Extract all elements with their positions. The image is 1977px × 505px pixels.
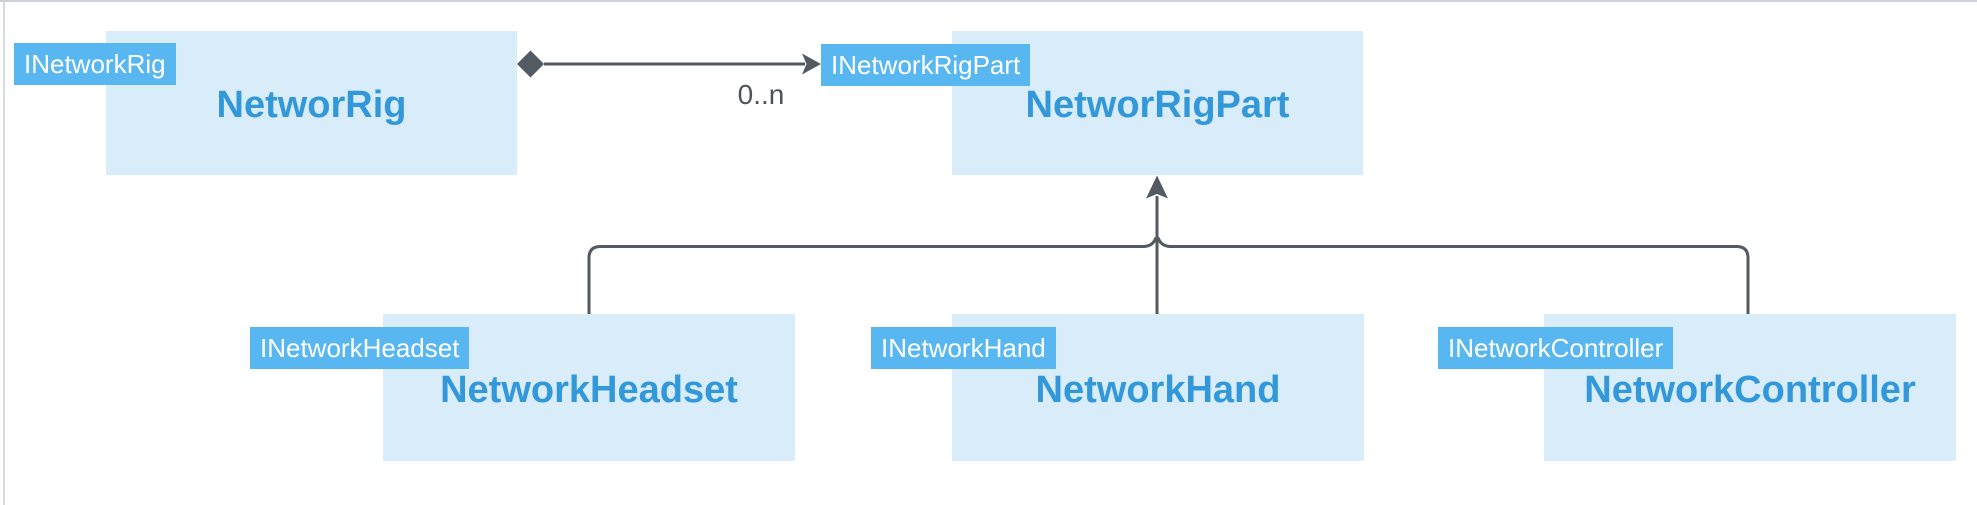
class-node-networrigpart: INetworkRigPart NetworRigPart bbox=[821, 31, 1363, 175]
interface-badge-inetworkhand: INetworkHand bbox=[871, 327, 1056, 369]
class-node-networkhand: INetworkHand NetworkHand bbox=[871, 314, 1364, 461]
class-title-networrig: NetworRig bbox=[216, 84, 407, 126]
interface-badge-inetworkcontroller: INetworkController bbox=[1438, 327, 1674, 369]
pane-top-edge bbox=[0, 0, 1977, 2]
class-title-networkcontroller: NetworkController bbox=[1584, 368, 1916, 411]
class-node-networkheadset: INetworkHeadset NetworkHeadset bbox=[250, 314, 795, 461]
inheritance-bracket-left bbox=[587, 236, 1158, 314]
class-node-networrig: INetworkRig NetworRig bbox=[14, 31, 517, 175]
class-title-networrigpart: NetworRigPart bbox=[1025, 84, 1290, 126]
aggregation-arrowhead-icon bbox=[802, 53, 821, 75]
class-title-networkheadset: NetworkHeadset bbox=[440, 368, 738, 411]
inheritance-edge bbox=[587, 175, 1750, 314]
inheritance-arrowhead-icon bbox=[1146, 175, 1168, 199]
aggregation-edge bbox=[517, 50, 821, 78]
class-title-networkhand: NetworkHand bbox=[1035, 368, 1281, 411]
aggregation-diamond-icon bbox=[517, 50, 544, 78]
interface-badge-inetworkrigpart: INetworkRigPart bbox=[821, 44, 1031, 86]
interface-badge-inetworkrig: INetworkRig bbox=[14, 43, 176, 85]
interface-badge-inetworkheadset: INetworkHeadset bbox=[250, 327, 470, 369]
aggregation-multiplicity-label: 0..n bbox=[737, 79, 785, 110]
pane-left-edge bbox=[3, 0, 5, 505]
class-node-networkcontroller: INetworkController NetworkController bbox=[1438, 314, 1956, 461]
inheritance-bracket-right bbox=[1156, 236, 1750, 314]
